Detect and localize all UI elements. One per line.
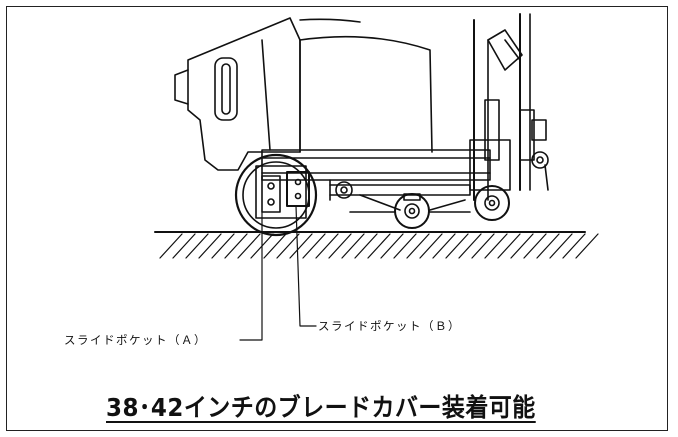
hatch-stroke bbox=[224, 233, 248, 259]
hatch-stroke bbox=[536, 233, 560, 259]
hatch-stroke bbox=[289, 233, 313, 259]
figure-frame bbox=[6, 6, 668, 431]
hatch-stroke bbox=[393, 233, 417, 259]
hatch-stroke bbox=[419, 233, 443, 259]
figure-caption: 38･42インチのブレードカバー装着可能 bbox=[106, 393, 536, 422]
hatch-stroke bbox=[549, 233, 573, 259]
hatch-stroke bbox=[341, 233, 365, 259]
slide-pocket-a-label: スライドポケット（Ａ） bbox=[64, 333, 207, 347]
hatch-stroke bbox=[497, 233, 521, 259]
hatch-stroke bbox=[198, 233, 222, 259]
hatch-stroke bbox=[302, 233, 326, 259]
hatch-stroke bbox=[315, 233, 339, 259]
mower-body bbox=[174, 17, 433, 171]
hatch-stroke bbox=[484, 233, 508, 259]
hatch-stroke bbox=[523, 233, 547, 259]
ground-hatching bbox=[154, 231, 599, 259]
hatch-stroke bbox=[575, 233, 599, 259]
hatch-stroke bbox=[211, 233, 235, 259]
hatch-stroke bbox=[510, 233, 534, 259]
hatch-stroke bbox=[432, 233, 456, 259]
gauge-wheels bbox=[335, 181, 510, 229]
hatch-stroke bbox=[263, 233, 287, 259]
hatch-stroke bbox=[445, 233, 469, 259]
hatch-stroke bbox=[471, 233, 495, 259]
hatch-stroke bbox=[237, 233, 261, 259]
hatch-stroke bbox=[172, 233, 196, 259]
slide-pocket-plates bbox=[261, 171, 310, 213]
hatch-stroke bbox=[406, 233, 430, 259]
hatch-stroke bbox=[562, 233, 586, 259]
hatch-stroke bbox=[367, 233, 391, 259]
leader-lines bbox=[239, 205, 317, 341]
hatch-stroke bbox=[380, 233, 404, 259]
front-wheel bbox=[234, 153, 318, 237]
hatch-stroke bbox=[159, 233, 183, 259]
hatch-stroke bbox=[354, 233, 378, 259]
hatch-stroke bbox=[328, 233, 352, 259]
hatch-stroke bbox=[185, 233, 209, 259]
hatch-stroke bbox=[276, 233, 300, 259]
lift-mechanism bbox=[473, 13, 549, 201]
slide-pocket-b-label: スライドポケット（Ｂ） bbox=[318, 319, 461, 333]
hatch-stroke bbox=[458, 233, 482, 259]
